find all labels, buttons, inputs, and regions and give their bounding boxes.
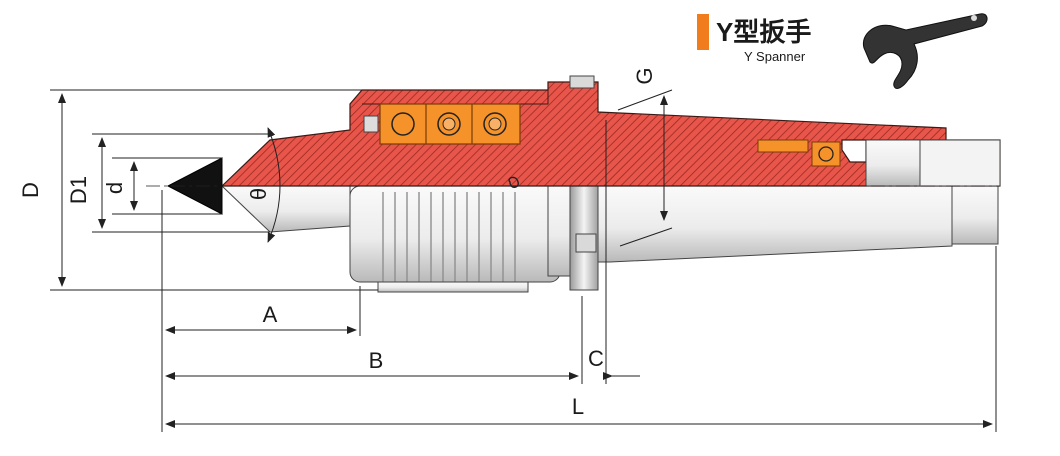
flange-key [569, 75, 595, 89]
label-D1: D1 [66, 176, 91, 204]
label-d: d [102, 182, 127, 194]
brand-block: Y型扳手 Y Spanner [697, 14, 811, 64]
brand-title: Y型扳手 [716, 17, 811, 47]
shank-tang [951, 185, 999, 245]
brand-accent-bar [697, 14, 709, 50]
rear-bearing [757, 139, 841, 167]
bearing-stack [363, 103, 521, 145]
label-B: B [369, 348, 384, 373]
brand-subtitle: Y Spanner [744, 49, 806, 64]
taper-shank [597, 185, 953, 263]
point-cone [220, 185, 351, 233]
label-G: G [632, 67, 657, 84]
label-C: C [588, 346, 604, 371]
label-D: D [18, 182, 43, 198]
dimension-lines [50, 89, 997, 432]
label-A: A [263, 302, 278, 327]
label-theta: θ [246, 188, 271, 200]
dimension-labels: D D1 d θ G A B C L [18, 67, 657, 419]
live-center-body [146, 75, 1001, 293]
label-L: L [572, 394, 584, 419]
y-spanner-icon [862, 13, 988, 89]
housing-ribs [382, 192, 516, 290]
